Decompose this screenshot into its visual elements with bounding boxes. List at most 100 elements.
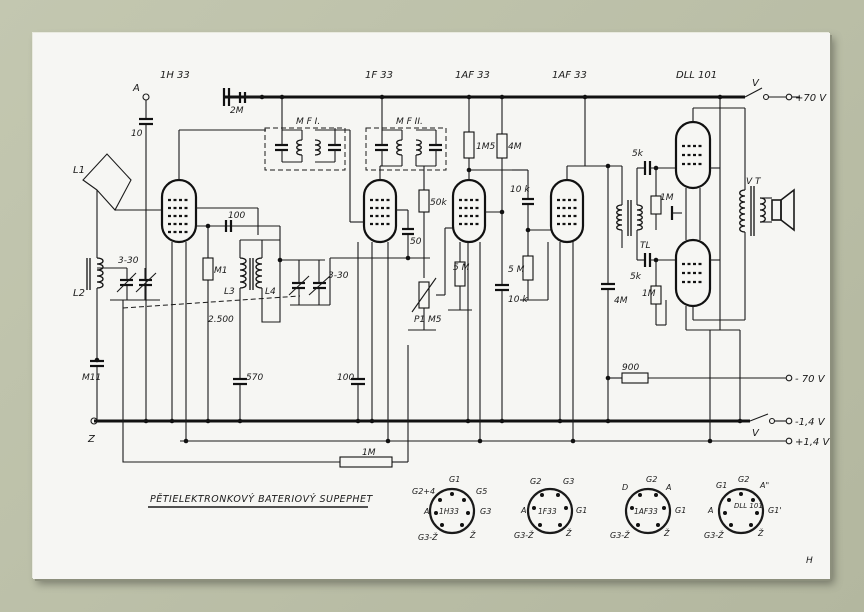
if-transformer-2	[365, 127, 447, 171]
r-4m-label: 4M	[508, 142, 522, 152]
resistor-5m-b	[522, 255, 534, 281]
cap-570-label: 570	[246, 373, 263, 383]
pot-label: P1 M5	[414, 315, 442, 325]
tl-label: TL	[640, 241, 651, 251]
base-1f33: 1F33 G2 G3 A G1 G3-Ž Ž	[514, 477, 587, 540]
minus70-label: - 70 V	[795, 374, 826, 385]
tube-label-3: 1AF 33	[455, 70, 490, 81]
base-dll101-pin-1: G2	[738, 475, 749, 484]
trim2-label: 3-30	[328, 271, 349, 281]
base-1h33-pin-2: G5	[476, 487, 487, 496]
base-1h33-pin-5: G3-Ž	[418, 531, 438, 542]
coil-l2	[96, 257, 104, 289]
base-dll101: DLL 101 G1 G2 A" A G1' G3-Ž Ž	[704, 475, 782, 540]
l4-label: L4	[265, 287, 276, 297]
l3-label: L3	[224, 287, 235, 297]
tube-1af33-b	[549, 178, 585, 244]
resistor-4m	[496, 133, 508, 159]
base-1af33-pin-0: D	[622, 483, 628, 492]
base-1f33-pin-5: Ž	[565, 527, 572, 538]
coil-l3	[239, 257, 247, 289]
switch-bottom	[749, 413, 793, 425]
tube-label-1: 1H 33	[160, 70, 190, 81]
r-10k-a-label: 10 k	[510, 185, 530, 195]
base-1h33-pin-3: A	[423, 507, 429, 516]
base-1f33-pin-3: G1	[576, 506, 587, 515]
base-dll101-pin-4: G1'	[768, 506, 782, 515]
ground-label: Z	[87, 434, 96, 445]
c-5k-a-label: 5k	[632, 149, 644, 159]
base-1h33-pin-0: G2+4	[412, 487, 435, 496]
cap-50-label: 50	[410, 237, 422, 247]
tube-1h33	[160, 178, 198, 244]
resistor-m1	[202, 257, 214, 281]
cap-100-mix-label: 100	[228, 211, 245, 221]
base-dll101-name: DLL 101	[734, 502, 763, 510]
mf2-label: M F II.	[396, 117, 423, 127]
base-dll101-pin-5: G3-Ž	[704, 529, 724, 540]
output-transformer-vt	[739, 186, 766, 236]
interstage-transformer-tl	[616, 200, 643, 236]
padding-cap-label: 2.500	[208, 315, 234, 325]
base-1af33-pin-1: G2	[646, 475, 657, 484]
c-4m-label: 4M	[614, 296, 628, 306]
agc-line	[122, 300, 340, 463]
plus70-label: +70 V	[795, 93, 827, 104]
r-5m-b-label: 5 M	[508, 265, 525, 275]
base-1af33-pin-2: A	[665, 483, 671, 492]
tube-dll101	[674, 120, 712, 308]
switch-top-label: V	[752, 78, 760, 89]
base-1f33-pin-1: G3	[563, 477, 574, 486]
base-1h33-pin-1: G1	[449, 475, 460, 484]
gang-link	[122, 295, 301, 309]
base-1af33-pin-5: Ž	[663, 527, 670, 538]
cap-antenna-label: 10	[131, 129, 143, 139]
base-dll101-pin-2: A"	[759, 481, 769, 490]
page-mark: H	[806, 556, 813, 566]
base-dll101-pin-6: Ž	[757, 527, 764, 538]
ground-terminal	[90, 417, 98, 425]
tube-label-4: 1AF 33	[552, 70, 587, 81]
junctions	[94, 94, 743, 444]
tube-1f33	[362, 178, 398, 244]
vt-label: V T	[746, 177, 762, 187]
r-50k-label: 50k	[430, 198, 447, 208]
resistor-1m5	[463, 131, 475, 159]
switch-bottom-label: V	[752, 428, 760, 439]
base-1f33-name: 1F33	[538, 507, 557, 516]
r-1m-bottom-label: 1M	[362, 448, 376, 458]
loop-antenna-l1	[82, 153, 132, 211]
base-1f33-pin-0: G2	[530, 477, 541, 486]
base-1af33: 1AF33 D G2 A G1 G3-Ž Ž	[610, 475, 686, 540]
if-transformer-1	[264, 127, 346, 171]
trim1-label: 3-30	[118, 256, 139, 266]
r-900-label: 900	[622, 363, 639, 373]
minus-70v-terminal	[785, 374, 793, 382]
r-m1-label: M1	[214, 266, 228, 276]
antenna-terminal	[142, 93, 150, 101]
plus-14v-terminal	[785, 437, 793, 445]
base-1af33-pin-4: G3-Ž	[610, 529, 630, 540]
r-1m-b-label: 1M	[642, 289, 656, 299]
plus14-label: +1,4 V	[795, 437, 830, 448]
tube-label-5: DLL 101	[676, 70, 717, 81]
base-1f33-pin-4: G3-Ž	[514, 529, 534, 540]
l2-label: L2	[73, 288, 85, 299]
r-1m5-label: 1M5	[476, 142, 495, 152]
base-1h33: 1H33 G2+4 G1 G5 A G3 G3-Ž Ž	[412, 475, 491, 542]
base-1af33-name: 1AF33	[634, 507, 658, 516]
base-dll101-pin-3: A	[707, 506, 713, 515]
antenna-label: A	[132, 83, 140, 94]
tube-label-2: 1F 33	[365, 70, 393, 81]
r-1m-a-label: 1M	[660, 193, 674, 203]
base-1af33-pin-3: G1	[675, 506, 686, 515]
resistor-900	[621, 372, 649, 384]
speaker-icon	[771, 188, 795, 232]
caption: PĚTIELEKTRONKOVÝ BATERIOVÝ SUPEPHET	[150, 493, 374, 505]
base-1h33-pin-6: Ž	[469, 529, 476, 540]
coil-l4	[255, 257, 263, 289]
r-5m-a-label: 5 M	[453, 263, 470, 273]
minus14-label: -1,4 V	[795, 417, 826, 428]
resistor-50k	[418, 189, 430, 213]
